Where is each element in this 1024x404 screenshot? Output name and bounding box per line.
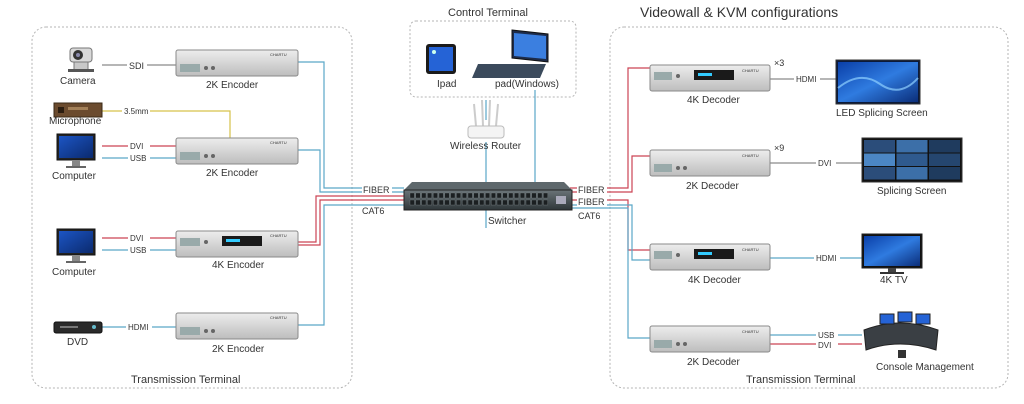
link-label-dvi-console: DVI	[818, 341, 831, 350]
page-title: Videowall & KVM configurations	[640, 4, 838, 20]
left-panel-footer: Transmission Terminal	[131, 374, 240, 386]
encoder-1: CHARTU	[175, 49, 299, 77]
link-label-usb-1: USB	[130, 154, 146, 163]
link-label-dvi-splicing: DVI	[818, 159, 831, 168]
switch-right-fiber-label-1: FIBER	[578, 185, 605, 195]
svg-text:CHARTU: CHARTU	[270, 140, 287, 145]
computer-1-label: Computer	[52, 171, 97, 182]
svg-text:CHARTU: CHARTU	[270, 315, 287, 320]
console-management-icon	[863, 311, 939, 358]
computer-1-icon	[56, 133, 96, 168]
decoder-1-label: 4K Decoder	[687, 95, 740, 106]
svg-text:CHARTU: CHARTU	[270, 233, 287, 238]
led-splicing-screen-icon	[835, 59, 921, 105]
svg-text:CHARTU: CHARTU	[270, 52, 287, 57]
control-terminal-box	[409, 20, 577, 98]
decoder-4-label: 2K Decoder	[687, 357, 740, 368]
switch-left-cat6-label: CAT6	[362, 206, 384, 216]
computer-2-icon	[56, 228, 96, 263]
link-label-hdmi-led: HDMI	[796, 75, 816, 84]
decoder-3-label: 4K Decoder	[688, 275, 741, 286]
encoder-2-label: 2K Encoder	[206, 168, 259, 179]
microphone-icon	[53, 102, 103, 118]
windows-pad-icon	[472, 29, 549, 78]
dvd-icon	[53, 321, 103, 334]
link-label-usb-2: USB	[130, 246, 146, 255]
decoder-2-multiplier: ×9	[774, 143, 784, 153]
svg-text:CHARTU: CHARTU	[742, 247, 759, 252]
link-labels: SDI 3.5mm DVI USB DVI USB HDMI FIBER CAT…	[122, 59, 840, 350]
svg-text:CHARTU: CHARTU	[742, 153, 759, 158]
ipad-label: Ipad	[437, 79, 456, 90]
link-label-dvi-1: DVI	[130, 142, 143, 151]
link-label-usb-console: USB	[818, 331, 834, 340]
computer-2-label: Computer	[52, 267, 97, 278]
decoder-2: CHARTU	[649, 149, 771, 177]
link-label-hdmi-dvd: HDMI	[128, 323, 148, 332]
svg-text:CHARTU: CHARTU	[742, 68, 759, 73]
switch-right-fiber-label-2: FIBER	[578, 197, 605, 207]
wireless-router-label: Wireless Router	[450, 141, 522, 152]
dvd-label: DVD	[67, 337, 88, 348]
control-terminal-title: Control Terminal	[448, 7, 528, 19]
switcher-icon	[403, 182, 573, 211]
windows-pad-label: pad(Windows)	[495, 79, 559, 90]
decoder-4: CHARTU	[649, 325, 771, 353]
4k-tv-icon	[861, 233, 923, 274]
encoder-4: CHARTU	[175, 312, 299, 340]
decoder-1-multiplier: ×3	[774, 58, 784, 68]
encoder-4-label: 2K Encoder	[212, 344, 265, 355]
switcher-label: Switcher	[488, 216, 527, 227]
encoder-3-label: 4K Encoder	[212, 260, 265, 271]
splicing-screen-label: Splicing Screen	[877, 186, 946, 197]
encoder-3: CHARTU	[175, 230, 299, 258]
link-label-3-5mm: 3.5mm	[124, 107, 149, 116]
4k-tv-label: 4K TV	[880, 275, 908, 286]
camera-icon	[68, 47, 94, 72]
left-panel	[31, 26, 353, 389]
encoder-2: CHARTU	[175, 137, 299, 165]
console-management-label: Console Management	[876, 362, 974, 373]
link-label-dvi-2: DVI	[130, 234, 143, 243]
switch-left-fiber-label: FIBER	[363, 185, 390, 195]
decoder-2-label: 2K Decoder	[686, 181, 739, 192]
wireless-router-icon	[467, 99, 505, 139]
svg-text:CHARTU: CHARTU	[742, 329, 759, 334]
switch-right-cat6-label: CAT6	[578, 211, 600, 221]
decoder-1: CHARTU	[649, 64, 771, 92]
microphone-label: Microphone	[49, 116, 102, 127]
camera-label: Camera	[60, 76, 96, 87]
splicing-screen-icon	[861, 137, 963, 183]
ipad-icon	[426, 44, 456, 74]
link-label-hdmi-tv: HDMI	[816, 254, 836, 263]
encoder-1-label: 2K Encoder	[206, 80, 259, 91]
led-splicing-screen-label: LED Splicing Screen	[836, 108, 928, 119]
decoder-3: CHARTU	[649, 243, 771, 271]
link-label-sdi: SDI	[129, 61, 144, 71]
right-panel-footer: Transmission Terminal	[746, 374, 855, 386]
